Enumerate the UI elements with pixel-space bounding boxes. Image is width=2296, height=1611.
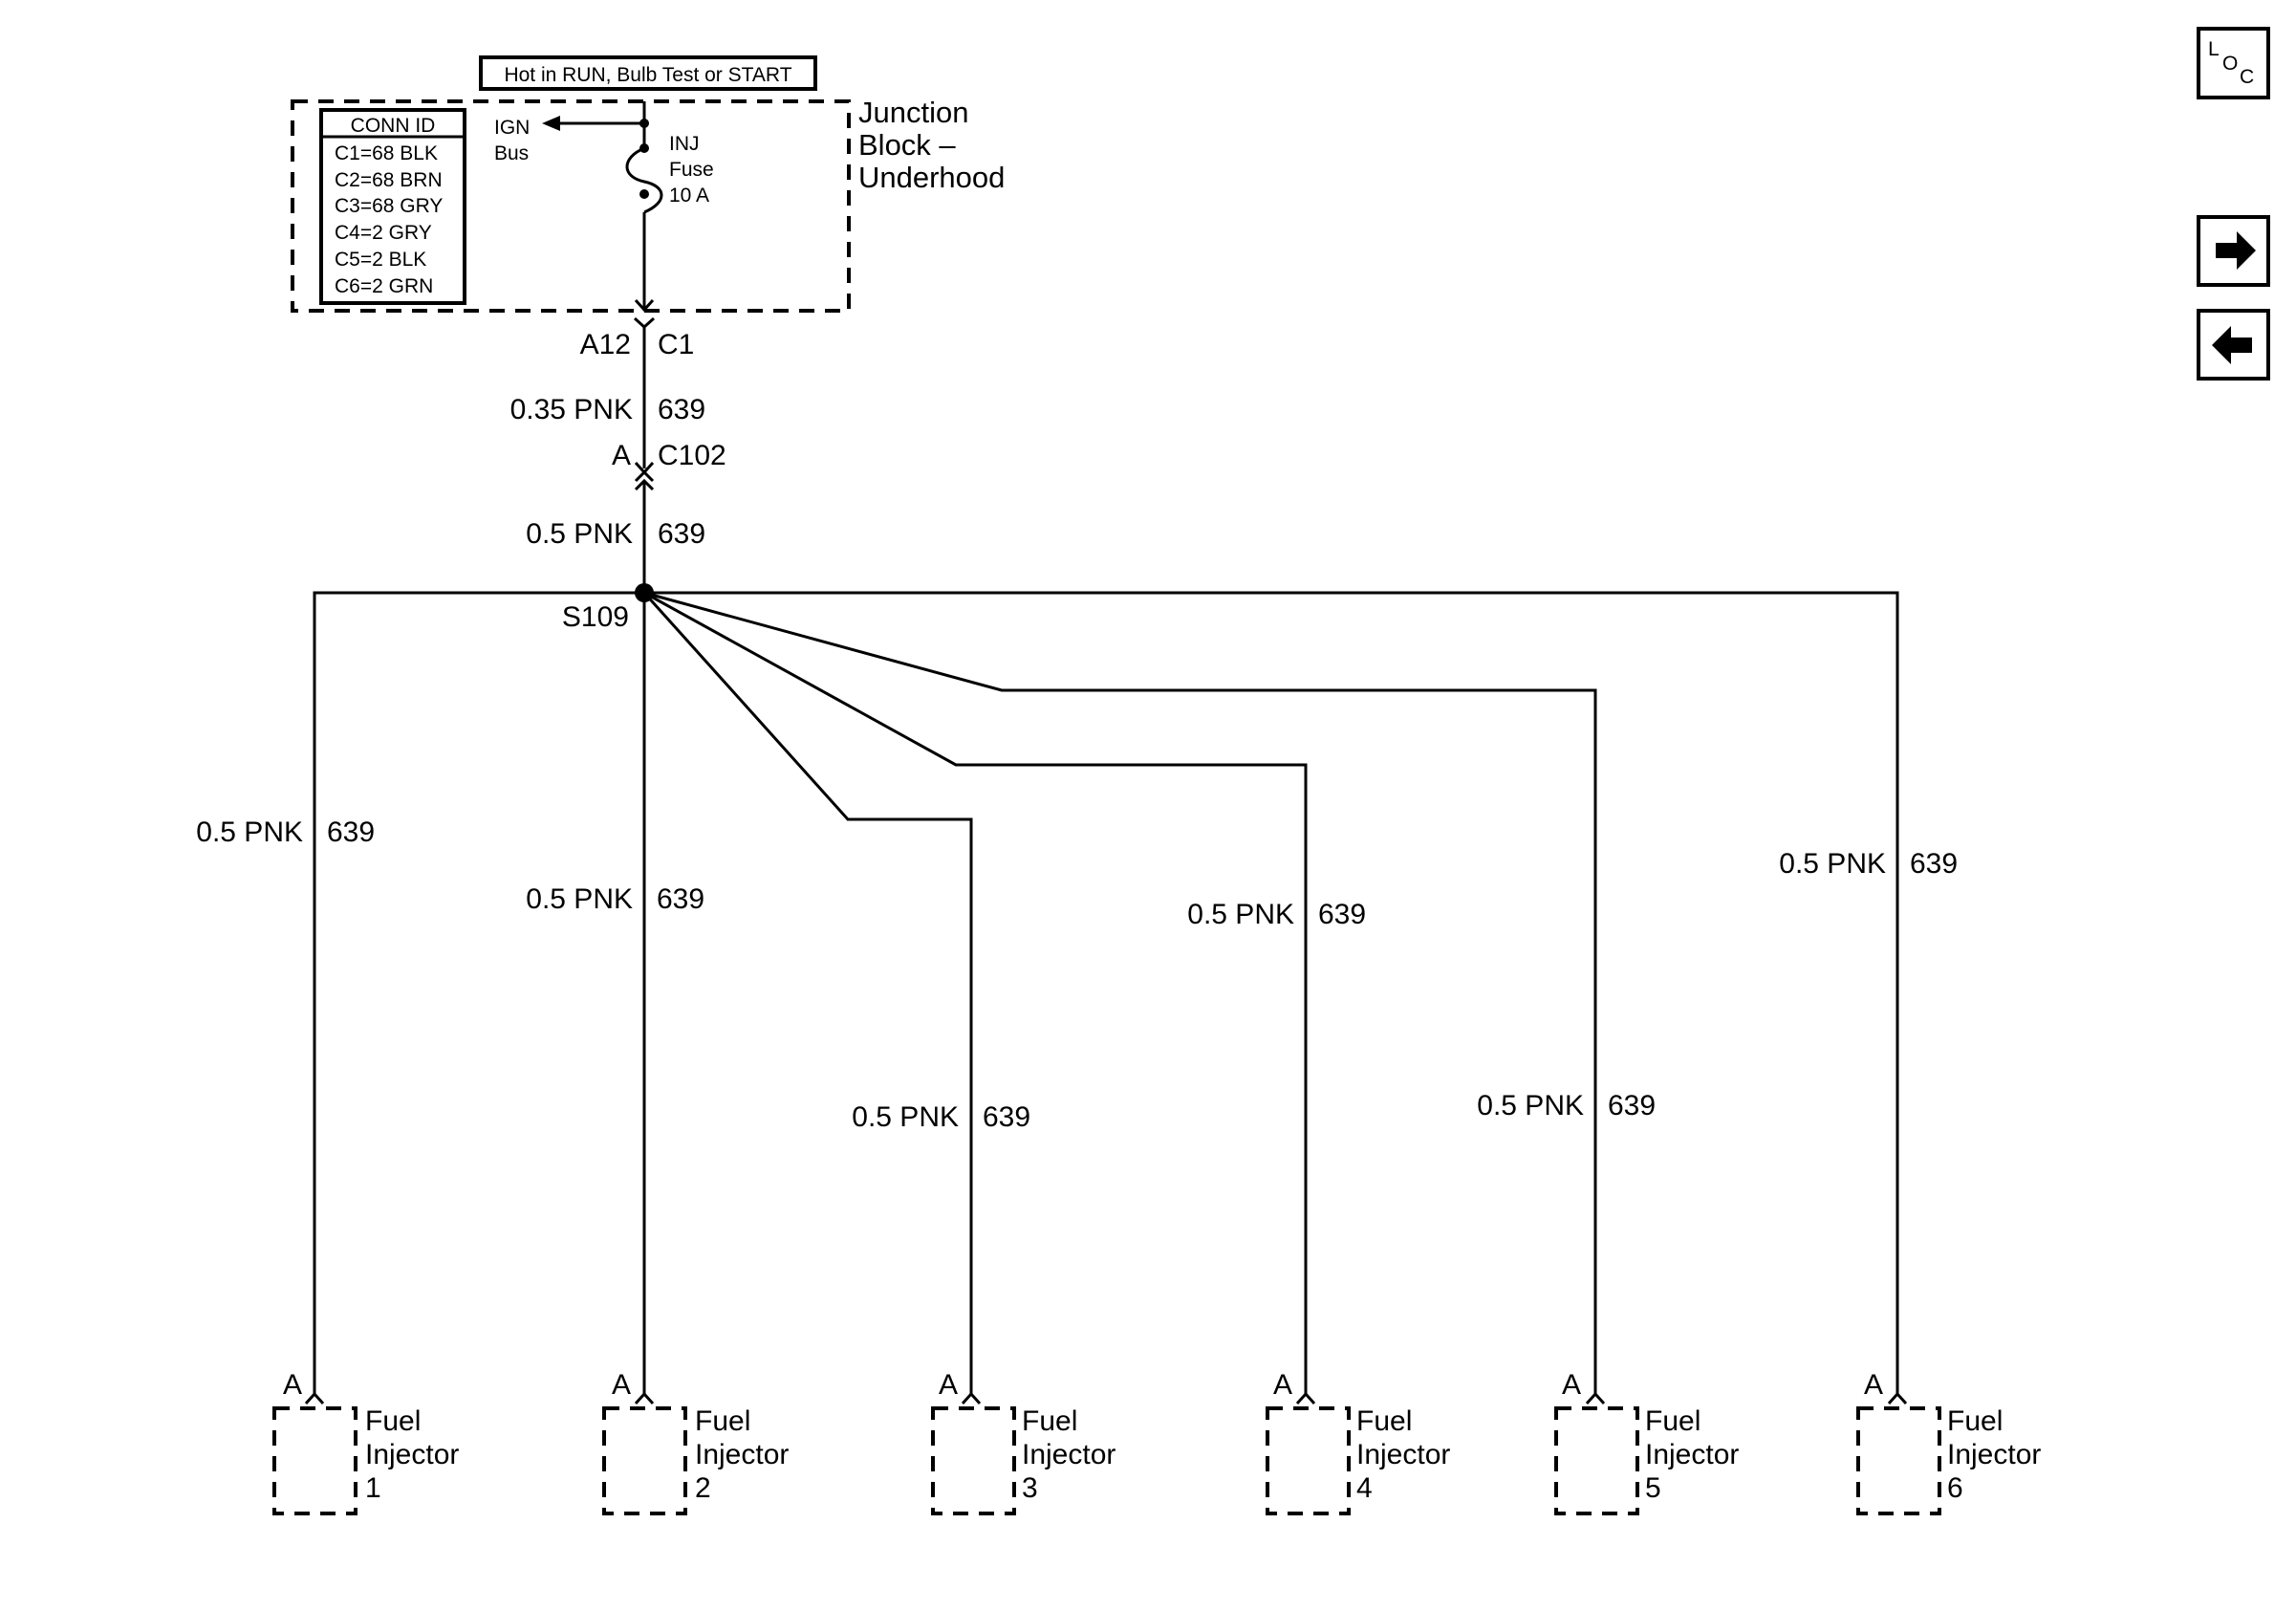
injector-4-pin: A bbox=[1273, 1369, 1292, 1401]
injector-2-line-1: Fuel bbox=[695, 1405, 750, 1437]
injector-5-pin: A bbox=[1562, 1369, 1581, 1401]
injector-3-pin: A bbox=[939, 1369, 958, 1401]
fuel-injector-6: A Fuel Injector 6 bbox=[1856, 1369, 2041, 1515]
wire-top-size: 0.35 PNK bbox=[510, 394, 633, 425]
injector-1-line-2: Injector bbox=[365, 1439, 459, 1470]
branch-3-size: 0.5 PNK bbox=[852, 1101, 959, 1133]
branch-6-circuit: 639 bbox=[1910, 848, 1958, 880]
fuse-icon bbox=[625, 146, 663, 214]
conn-id-row: C2=68 BRN bbox=[335, 169, 443, 191]
loc-letter-o: O bbox=[2222, 53, 2238, 75]
injector-6-line-2: Injector bbox=[1947, 1439, 2041, 1470]
connector-c102: A C102 bbox=[612, 440, 726, 491]
injector-5-line-2: Injector bbox=[1645, 1439, 1739, 1470]
arrow-left-icon bbox=[2212, 326, 2252, 364]
branch-wire-6 bbox=[644, 591, 1899, 1396]
branch-5-circuit: 639 bbox=[1608, 1090, 1656, 1121]
injector-6-line-3: 6 bbox=[1947, 1472, 1963, 1504]
ign-bus-line-1: IGN bbox=[494, 117, 530, 139]
fuse-line-1: INJ bbox=[669, 133, 700, 155]
injector-2-line-3: 2 bbox=[695, 1472, 711, 1504]
loc-button[interactable]: L O C bbox=[2197, 27, 2270, 99]
arrow-right-icon bbox=[2216, 231, 2256, 270]
junction-block-outline bbox=[291, 99, 851, 313]
injector-3-line-3: 3 bbox=[1022, 1472, 1038, 1504]
conn-id-row: C5=2 BLK bbox=[335, 249, 426, 271]
fuel-injector-3: A Fuel Injector 3 bbox=[931, 1369, 1116, 1515]
conn-id-table: CONN ID C1=68 BLK C2=68 BRN C3=68 GRY C4… bbox=[319, 108, 466, 305]
connector-c1: A12 C1 bbox=[580, 298, 694, 360]
ign-bus-arrow-icon bbox=[542, 116, 560, 131]
junction-block-name: Junction Block – Underhood bbox=[858, 96, 1005, 194]
injector-2-pin: A bbox=[612, 1369, 631, 1401]
branch-wire-1 bbox=[313, 591, 644, 1396]
wire-top-circuit: 639 bbox=[658, 394, 705, 425]
fuel-injector-1: A Fuel Injector 1 bbox=[272, 1369, 459, 1515]
junction-block-name-line-2: Block – bbox=[858, 128, 956, 162]
c102-pin: A bbox=[612, 440, 631, 471]
wire-mid-size: 0.5 PNK bbox=[526, 518, 633, 550]
hot-label-text: Hot in RUN, Bulb Test or START bbox=[504, 64, 791, 86]
branch-5-size: 0.5 PNK bbox=[1477, 1090, 1584, 1121]
fuel-injector-2: A Fuel Injector 2 bbox=[602, 1369, 789, 1515]
branch-4-circuit: 639 bbox=[1318, 899, 1366, 930]
branch-wire-4 bbox=[643, 591, 1308, 1396]
loc-letter-l: L bbox=[2208, 38, 2220, 60]
branch-6-size: 0.5 PNK bbox=[1779, 848, 1886, 880]
ign-bus-line-2: Bus bbox=[494, 142, 529, 164]
branch-2-circuit: 639 bbox=[657, 883, 704, 915]
branch-wire-3 bbox=[642, 591, 973, 1396]
inj-fuse: INJ Fuse 10 A bbox=[625, 101, 714, 308]
conn-id-row: C6=2 GRN bbox=[335, 275, 433, 297]
conn-id-row: C4=2 GRY bbox=[335, 222, 432, 244]
junction-block-name-line-1: Junction bbox=[858, 96, 968, 129]
injector-4-line-2: Injector bbox=[1356, 1439, 1450, 1470]
fuse-line-3: 10 A bbox=[669, 185, 709, 207]
branch-1-size: 0.5 PNK bbox=[196, 816, 303, 848]
loc-letter-c: C bbox=[2240, 66, 2254, 88]
c1-name: C1 bbox=[658, 329, 694, 360]
next-page-button[interactable] bbox=[2197, 215, 2270, 287]
conn-id-header: CONN ID bbox=[351, 115, 436, 137]
branch-2-size: 0.5 PNK bbox=[526, 883, 633, 915]
junction-block-name-line-3: Underhood bbox=[858, 161, 1005, 194]
injector-1-line-1: Fuel bbox=[365, 1405, 421, 1437]
c1-pin: A12 bbox=[580, 329, 631, 360]
injector-5-line-3: 5 bbox=[1645, 1472, 1661, 1504]
ign-bus: IGN Bus bbox=[494, 116, 644, 164]
injector-3-line-2: Injector bbox=[1022, 1439, 1116, 1470]
injector-6-pin: A bbox=[1864, 1369, 1883, 1401]
branch-wire-5 bbox=[643, 591, 1597, 1396]
fuse-line-2: Fuse bbox=[669, 159, 714, 181]
c102-name: C102 bbox=[658, 440, 726, 471]
conn-id-row: C3=68 GRY bbox=[335, 195, 443, 217]
injector-6-line-1: Fuel bbox=[1947, 1405, 2003, 1437]
fuel-injector-4: A Fuel Injector 4 bbox=[1266, 1369, 1450, 1515]
injector-2-line-2: Injector bbox=[695, 1439, 789, 1470]
branch-3-circuit: 639 bbox=[983, 1101, 1030, 1133]
branch-1-circuit: 639 bbox=[327, 816, 375, 848]
injector-5-line-1: Fuel bbox=[1645, 1405, 1700, 1437]
wire-mid-circuit: 639 bbox=[658, 518, 705, 550]
branch-4-size: 0.5 PNK bbox=[1187, 899, 1294, 930]
splice-label: S109 bbox=[562, 601, 629, 633]
injector-1-line-3: 1 bbox=[365, 1472, 381, 1504]
injector-4-line-1: Fuel bbox=[1356, 1405, 1412, 1437]
prev-page-button[interactable] bbox=[2197, 309, 2270, 381]
injector-3-line-1: Fuel bbox=[1022, 1405, 1077, 1437]
hot-label-box: Hot in RUN, Bulb Test or START bbox=[479, 55, 817, 91]
fuel-injector-5: A Fuel Injector 5 bbox=[1554, 1369, 1739, 1515]
conn-id-row: C1=68 BLK bbox=[335, 142, 438, 164]
injector-4-line-3: 4 bbox=[1356, 1472, 1373, 1504]
injector-1-pin: A bbox=[283, 1369, 302, 1401]
